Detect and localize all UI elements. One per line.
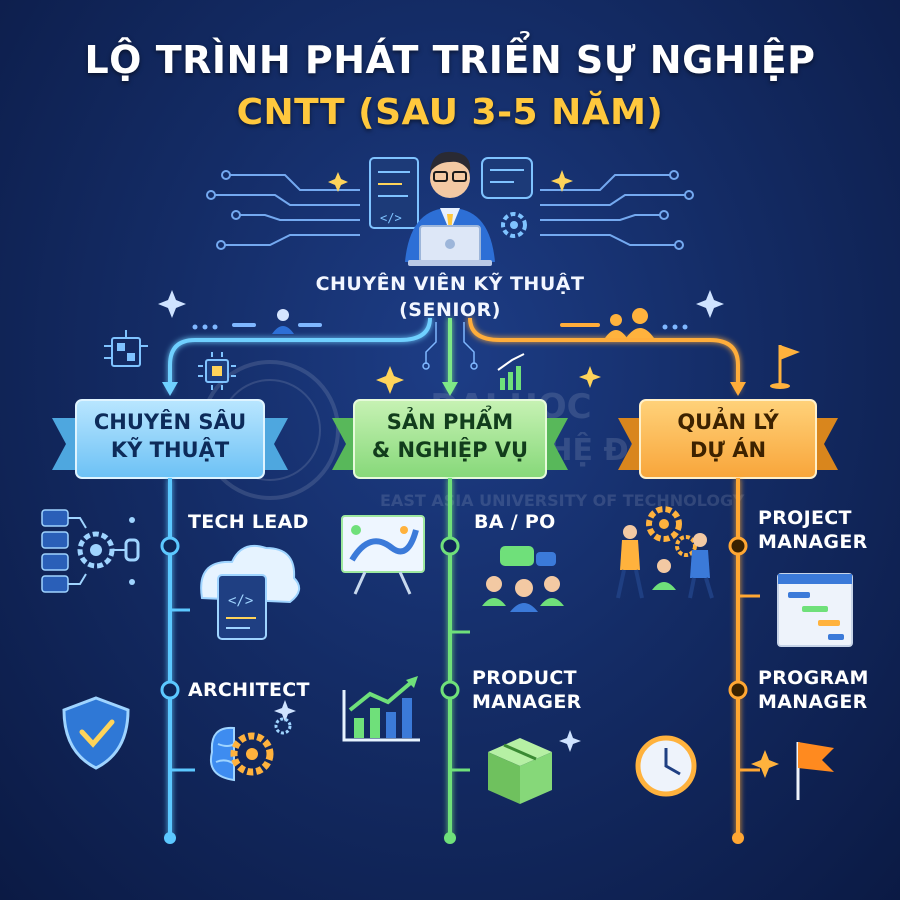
security-shield-icon: [62, 696, 130, 770]
role-product-manager-line2: MANAGER: [472, 691, 582, 713]
root-node-sublabel: (SENIOR): [399, 299, 501, 321]
branch-banner-product: [332, 399, 568, 479]
role-product-manager-line1: PRODUCT: [472, 667, 577, 689]
root-node-label: CHUYÊN VIÊN KỸ THUẬT: [315, 273, 585, 295]
team-gears-icon: [616, 506, 714, 599]
branch-label-line: KỸ THUẬT: [110, 438, 230, 462]
role-project-manager-line2: MANAGER: [758, 531, 868, 553]
roadmap-board-icon: [341, 515, 425, 595]
circuit-lines-left: [206, 170, 360, 250]
branch-label-line: QUẢN LÝ: [677, 410, 779, 434]
trend-chart-icon: [497, 353, 525, 390]
timeline-node: [160, 536, 748, 844]
role-tech-lead: TECH LEAD: [188, 511, 309, 533]
branch-label-pm: QUẢN LÝ DỰ ÁN: [640, 408, 816, 464]
circuit-lines-right: [540, 170, 694, 250]
branch-label-line: DỰ ÁN: [689, 438, 767, 462]
watermark-line3: EAST ASIA UNIVERSITY OF TECHNOLOGY: [380, 491, 745, 510]
flag-icon: [770, 345, 800, 389]
gantt-chart-icon: [777, 573, 853, 647]
sparkle-icon: [158, 170, 779, 778]
page-subtitle: CNTT (SAU 3-5 NĂM): [236, 92, 664, 133]
brain-gear-icon: [210, 717, 292, 782]
growth-chart-icon: [342, 676, 420, 742]
branch-label-product: SẢN PHẨM & NGHIỆP VỤ: [352, 408, 548, 464]
clock-icon: [635, 735, 697, 797]
role-program-manager-line2: MANAGER: [758, 691, 868, 713]
people-group-icon: [605, 308, 654, 338]
cloud-code-icon: </>: [200, 544, 301, 640]
circuit-traces-center: [422, 322, 478, 370]
qr-circuit-icon: [104, 330, 148, 367]
branch-label-line: & NGHIỆP VỤ: [371, 438, 529, 462]
svg-text:</>: </>: [380, 211, 402, 225]
person-badge-icon: [272, 309, 294, 334]
developer-at-laptop-icon: </>: [369, 151, 533, 266]
timeline-branches: [170, 594, 760, 772]
role-program-manager-line1: PROGRAM: [758, 667, 869, 689]
role-project-manager-line1: PROJECT: [758, 507, 852, 529]
branch-banner-pm: [618, 399, 838, 479]
server-network-icon: [41, 509, 140, 593]
product-box-icon: [488, 738, 552, 804]
svg-text:</>: </>: [228, 593, 253, 609]
page-title: LỘ TRÌNH PHÁT TRIỂN SỰ NGHIỆP: [84, 38, 816, 82]
role-ba-po: BA / PO: [474, 511, 556, 533]
team-chat-icon: [482, 546, 564, 612]
branch-label-line: CHUYÊN SÂU: [93, 410, 247, 434]
dotted-line-decoration: [192, 323, 688, 330]
branch-label-tech: CHUYÊN SÂU KỸ THUẬT: [86, 408, 254, 464]
role-architect: ARCHITECT: [188, 679, 310, 701]
branch-connectors: [168, 317, 740, 392]
goal-flag-icon: [796, 742, 834, 800]
branch-label-line: SẢN PHẨM: [386, 410, 514, 434]
chip-icon: [198, 352, 236, 390]
